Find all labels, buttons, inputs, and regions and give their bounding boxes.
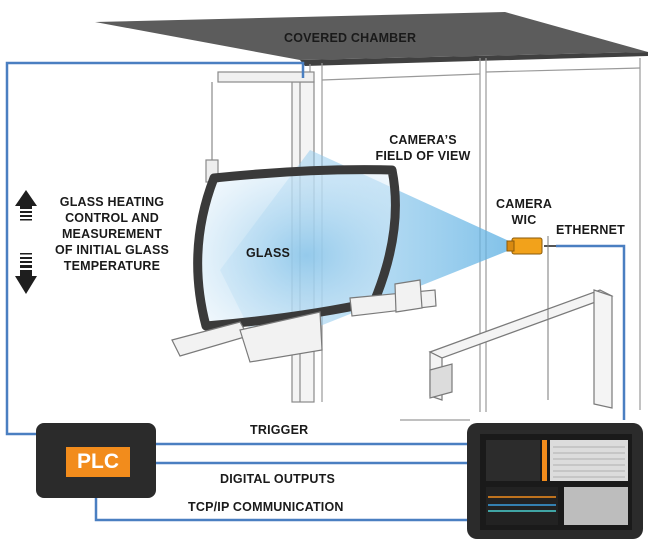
signal-wires [5, 61, 626, 522]
chamber-roof-edge [300, 52, 648, 66]
monitor-panel-list [550, 440, 628, 481]
monitor-accent-bar [542, 440, 547, 481]
monitor-panel-gray [564, 487, 628, 525]
tcp-ip-label: TCP/IP COMMUNICATION [188, 500, 344, 514]
rack-structure [428, 289, 614, 409]
cameras-fov-line1: CAMERA’S [389, 133, 457, 147]
support-beams [171, 279, 437, 363]
cameras-fov-label: CAMERA’S FIELD OF VIEW [375, 132, 471, 164]
ethernet-label: ETHERNET [556, 223, 625, 237]
glass-heating-line2: CONTROL AND [65, 211, 159, 225]
digital-outputs-label: DIGITAL OUTPUTS [220, 472, 336, 486]
monitor-list-lines [553, 446, 625, 478]
glass-heating-label: GLASS HEATING CONTROL AND MEASUREMENT OF… [52, 194, 172, 274]
trigger-label: TRIGGER [250, 423, 309, 437]
cameras-fov-line2: FIELD OF VIEW [375, 149, 471, 163]
camera-lens [506, 240, 515, 252]
glass-heating-line1: GLASS HEATING [59, 195, 165, 209]
glass-heating-line3: MEASUREMENT [61, 227, 163, 241]
covered-chamber-label: COVERED CHAMBER [284, 31, 417, 45]
camera-line1: CAMERA [496, 197, 553, 211]
plc-label: PLC [77, 450, 119, 473]
glass-label: GLASS [246, 246, 291, 260]
heating-arrows-icon [15, 190, 37, 294]
monitor-panel-dark [486, 440, 540, 481]
chamber-roof [95, 12, 648, 60]
glass-heating-line4: OF INITIAL GLASS [54, 243, 170, 257]
monitor-graph-panel [486, 487, 558, 525]
camera-body [511, 237, 543, 255]
camera-label: CAMERA WIC [496, 196, 552, 228]
camera-line2: WIC [511, 213, 537, 227]
glass-heating-line5: TEMPERATURE [63, 259, 161, 273]
plc-label-bg [66, 447, 130, 477]
